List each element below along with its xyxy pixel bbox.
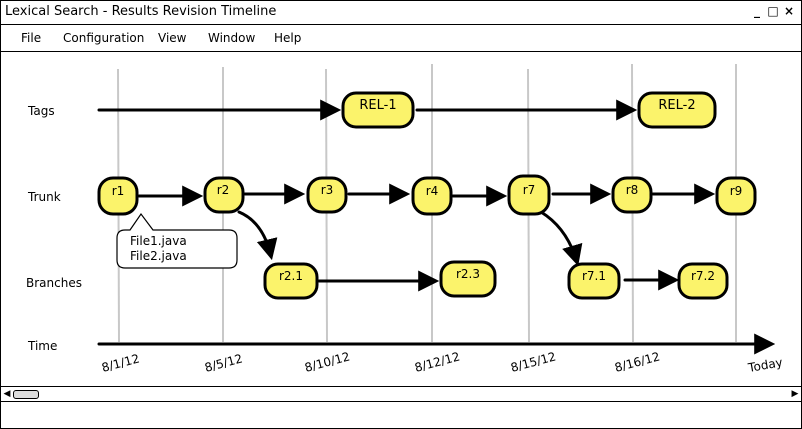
menu-file[interactable]: File: [21, 31, 42, 45]
callout-bubble: [116, 212, 238, 269]
menu-configuration[interactable]: Configuration: [63, 31, 145, 45]
trunk-node-shape: [715, 176, 757, 216]
trunk-node-label: r2: [217, 183, 230, 197]
horizontal-scrollbar[interactable]: ◀ ▶: [1, 386, 801, 402]
trunk-node-label: r3: [321, 183, 334, 197]
branch-node-label: r2.1: [279, 269, 303, 283]
branch-node-label: r7.2: [691, 269, 715, 283]
callout-file-2: File2.java: [130, 249, 187, 263]
tag-node-label: REL-1: [359, 98, 396, 113]
lane-label-tags: Tags: [27, 104, 55, 118]
close-icon[interactable]: ×: [783, 4, 795, 18]
branch-node-shape: [263, 262, 319, 300]
trunk-node-label: r8: [626, 183, 639, 197]
lane-label-branches: Branches: [26, 276, 82, 290]
lane-label-time: Time: [27, 339, 57, 353]
edge: [539, 210, 583, 267]
file-callout: File1.java File2.java: [116, 212, 238, 269]
maximize-icon[interactable]: □: [767, 4, 779, 18]
trunk-node[interactable]: r1: [97, 176, 139, 216]
trunk-node-label: r9: [730, 184, 743, 198]
scroll-left-icon[interactable]: ◀: [3, 389, 11, 399]
date-label: 8/15/12: [509, 349, 557, 374]
trunk-node[interactable]: r2: [203, 176, 245, 214]
tag-node-label: REL-2: [658, 98, 695, 113]
trunk-node-label: r1: [112, 184, 125, 198]
trunk-node[interactable]: r4: [411, 176, 453, 216]
date-label: 8/10/12: [303, 349, 351, 374]
branch-node-shape: [439, 260, 497, 298]
menu-view[interactable]: View: [158, 31, 187, 45]
date-label: 8/5/12: [203, 351, 244, 375]
minimize-icon[interactable]: _: [754, 4, 760, 18]
branch-node[interactable]: r7.1: [567, 262, 621, 300]
title-bar: Lexical Search - Results Revision Timeli…: [1, 1, 801, 25]
window-title: Lexical Search - Results Revision Timeli…: [5, 4, 277, 19]
branch-node-label: r7.1: [582, 269, 606, 283]
tag-node[interactable]: REL-2: [637, 91, 717, 129]
date-label-today: Today: [746, 355, 784, 375]
branch-node-label: r2.3: [456, 267, 480, 281]
branch-node[interactable]: r2.3: [439, 260, 497, 298]
tag-node-shape: [637, 91, 717, 129]
trunk-node[interactable]: r7: [507, 174, 551, 216]
trunk-node-shape: [97, 176, 139, 216]
callout-file-1: File1.java: [130, 234, 187, 248]
trunk-node-shape: [611, 176, 653, 214]
trunk-node[interactable]: r9: [715, 176, 757, 216]
trunk-node-shape: [306, 176, 348, 214]
edges: [97, 99, 776, 355]
menu-bar: File Configuration View Window Help: [1, 25, 801, 52]
scroll-right-icon[interactable]: ▶: [791, 389, 799, 399]
trunk-node-shape: [507, 174, 551, 216]
date-label: 8/16/12: [613, 349, 661, 374]
revision-timeline: Tags Trunk Branches Time: [26, 63, 784, 375]
tag-node-shape: [341, 91, 415, 129]
edge: [237, 210, 278, 261]
branch-node[interactable]: r7.2: [677, 262, 729, 300]
scroll-thumb[interactable]: [13, 390, 39, 399]
trunk-node-label: r4: [426, 184, 439, 198]
branch-node-shape: [677, 262, 729, 300]
lane-label-trunk: Trunk: [27, 190, 61, 204]
trunk-node-label: r7: [523, 183, 536, 197]
menu-help[interactable]: Help: [274, 31, 302, 45]
date-label: 8/12/12: [413, 349, 461, 374]
timeline-canvas: Tags Trunk Branches Time: [1, 52, 801, 384]
status-bar: [1, 402, 801, 428]
menu-window[interactable]: Window: [208, 31, 256, 45]
window-controls: _ □ ×: [751, 3, 795, 19]
trunk-node[interactable]: r3: [306, 176, 348, 214]
date-label: 8/1/12: [100, 351, 141, 375]
trunk-node-shape: [411, 176, 453, 216]
branch-node[interactable]: r2.1: [263, 262, 319, 300]
trunk-node[interactable]: r8: [611, 176, 653, 214]
tag-node[interactable]: REL-1: [341, 91, 415, 129]
trunk-node-shape: [203, 176, 245, 214]
branch-node-shape: [567, 262, 621, 300]
